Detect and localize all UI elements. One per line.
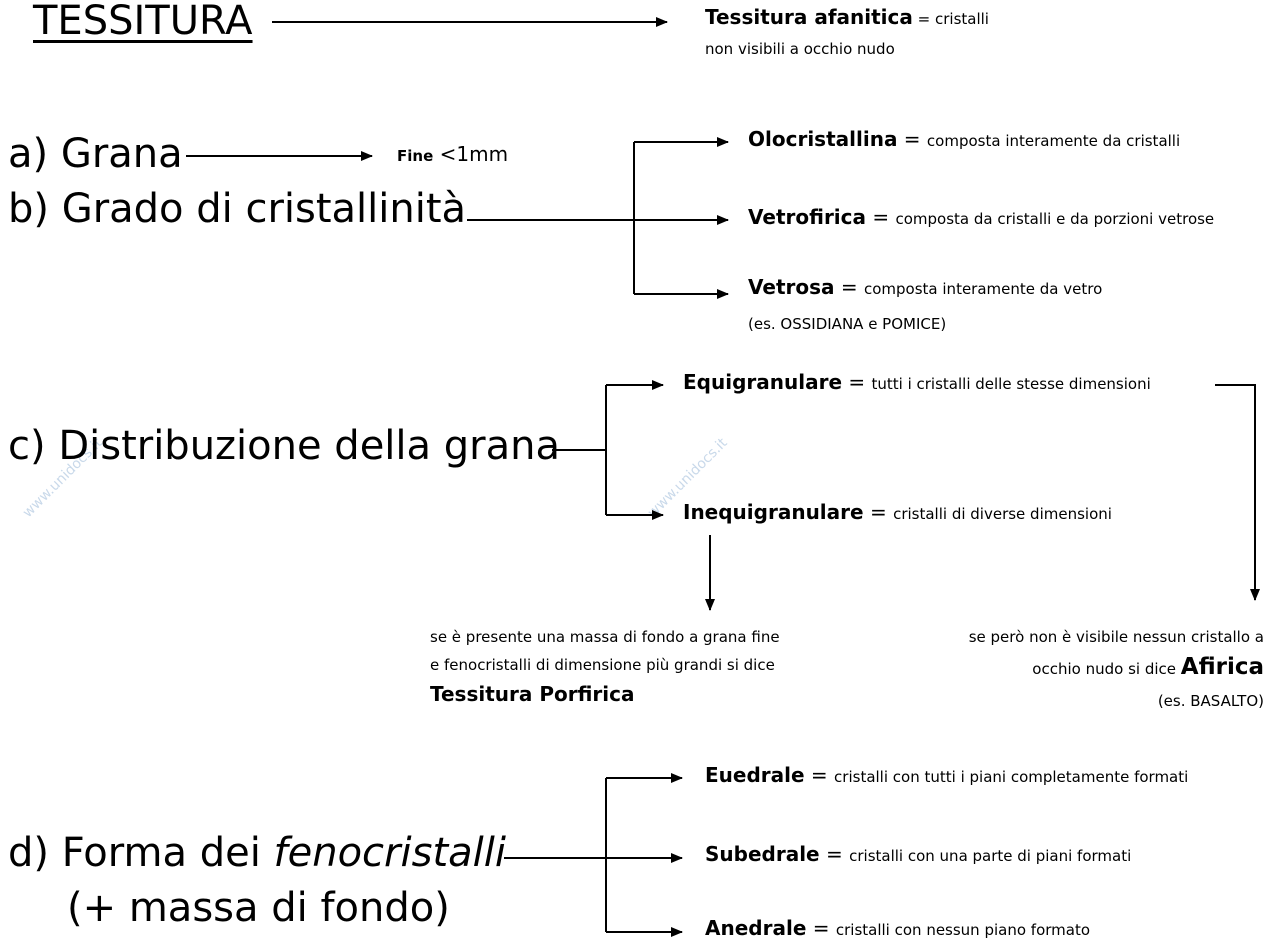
equigranulare-def: tutti i cristalli delle stesse dimension… <box>871 375 1151 393</box>
afirica-node: occhio nudo si dice Afirica <box>1032 654 1264 680</box>
equals-sign: = <box>863 500 894 524</box>
equals-sign: = <box>806 916 836 940</box>
euedrale-term: Euedrale <box>705 763 805 787</box>
vetrofirica-node: Vetrofirica = composta da cristalli e da… <box>748 206 1214 229</box>
page-title: TESSITURA <box>33 0 253 44</box>
distribuzione-label: c) Distribuzione della grana <box>8 423 560 469</box>
grana-label: a) Grana <box>8 131 183 177</box>
anedrale-node: Anedrale = cristalli con nessun piano fo… <box>705 917 1090 940</box>
grana-fine-term: Fine <box>397 147 434 165</box>
subedrale-node: Subedrale = cristalli con una parte di p… <box>705 843 1131 866</box>
equals-sign: = <box>804 763 835 787</box>
olocristallina-term: Olocristallina <box>748 127 898 151</box>
euedrale-node: Euedrale = cristalli con tutti i piani c… <box>705 764 1188 787</box>
euedrale-def: cristalli con tutti i piani completament… <box>834 768 1189 786</box>
vetrosa-def: composta interamente da vetro <box>864 280 1103 298</box>
porfirica-term: Tessitura Porfirica <box>430 682 635 706</box>
vetrosa-term: Vetrosa <box>748 275 835 299</box>
equigranulare-node: Equigranulare = tutti i cristalli delle … <box>683 371 1151 394</box>
forma-label-prefix: d) Forma dei <box>8 830 274 876</box>
forma-label-italic: fenocristalli <box>273 830 506 876</box>
porfirica-text-line1: se è presente una massa di fondo a grana… <box>430 628 780 646</box>
vetrofirica-def: composta da cristalli e da porzioni vetr… <box>895 210 1215 228</box>
equals-sign: = <box>819 842 850 866</box>
porfirica-text-line2: e fenocristalli di dimensione più grandi… <box>430 656 775 674</box>
grado-label: b) Grado di cristallinità <box>8 186 467 232</box>
tessitura-afanitica-def: = cristalli <box>912 10 989 28</box>
anedrale-def: cristalli con nessun piano formato <box>835 921 1091 939</box>
equals-sign: = <box>834 275 864 299</box>
equals-sign: = <box>866 205 896 229</box>
inequigranulare-def: cristalli di diverse dimensioni <box>893 505 1112 523</box>
equals-sign: = <box>897 127 927 151</box>
forma-label: d) Forma dei fenocristalli <box>8 830 506 876</box>
subedrale-def: cristalli con una parte di piani formati <box>849 847 1132 865</box>
olocristallina-def: composta interamente da cristalli <box>926 132 1181 150</box>
vetrofirica-term: Vetrofirica <box>748 205 867 229</box>
inequigranulare-term: Inequigranulare <box>683 500 864 524</box>
tessitura-afanitica-def-line2: non visibili a occhio nudo <box>705 40 895 58</box>
tessitura-afanitica-node: Tessitura afanitica = cristalli <box>705 6 989 29</box>
grana-fine-node: Fine <1mm <box>397 143 508 166</box>
forma-label-line2: (+ massa di fondo) <box>67 885 450 931</box>
grana-fine-value: <1mm <box>433 142 509 166</box>
afirica-example: (es. BASALTO) <box>1157 692 1264 710</box>
olocristallina-node: Olocristallina = composta interamente da… <box>748 128 1180 151</box>
inequigranulare-node: Inequigranulare = cristalli di diverse d… <box>683 501 1112 524</box>
vetrosa-example: (es. OSSIDIANA e POMICE) <box>748 315 947 333</box>
vetrosa-node: Vetrosa = composta interamente da vetro <box>748 276 1102 299</box>
tessitura-afanitica-term: Tessitura afanitica <box>705 5 913 29</box>
anedrale-term: Anedrale <box>705 916 807 940</box>
afirica-text-line1: se però non è visibile nessun cristallo … <box>968 628 1264 646</box>
equals-sign: = <box>842 370 872 394</box>
afirica-term: Afirica <box>1180 654 1264 680</box>
equigranulare-term: Equigranulare <box>683 370 843 394</box>
afirica-text-line2: occhio nudo si dice <box>1032 660 1181 678</box>
arrow-afirica <box>1215 384 1260 601</box>
subedrale-term: Subedrale <box>705 842 820 866</box>
